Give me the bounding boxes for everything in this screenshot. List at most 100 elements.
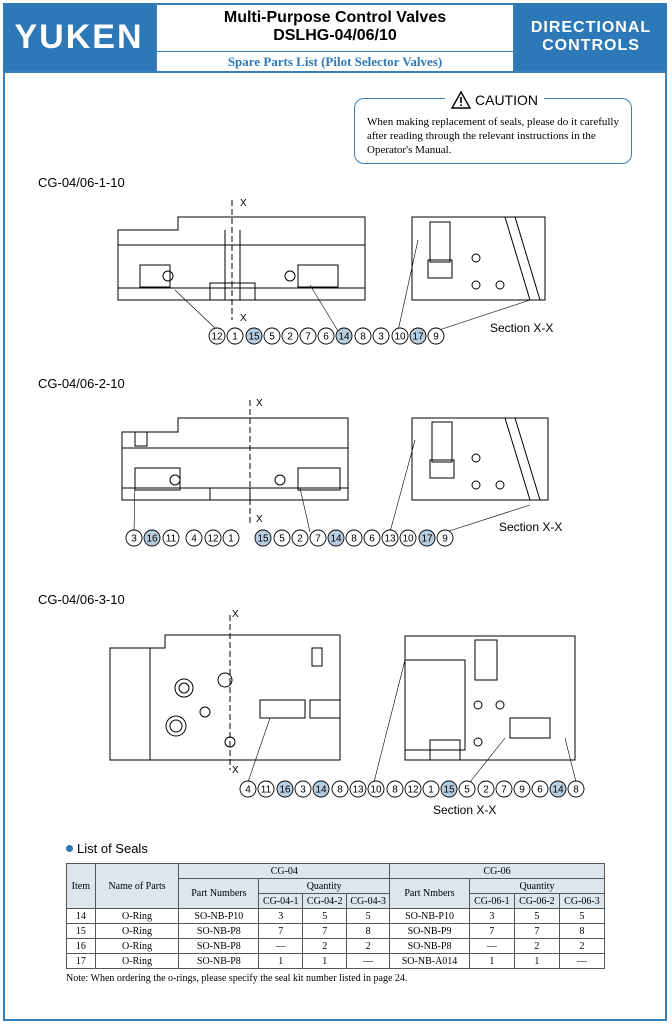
callout-number: 10 (402, 534, 414, 545)
callout-circle (399, 529, 417, 547)
callout-circle (404, 780, 422, 798)
category-line-1: DIRECTIONAL (530, 19, 652, 36)
callout-number: 8 (360, 332, 366, 343)
col-cg06: CG-06 (389, 863, 605, 879)
section-1-label: CG-04/06-1-10 (38, 175, 125, 190)
callout-circle (273, 529, 291, 547)
col-item: Item (66, 863, 96, 909)
col-quantity: Quantity (468, 878, 606, 894)
callout-number: 8 (351, 534, 357, 545)
col-name: Name of Parts (94, 863, 180, 909)
callout-number: 12 (407, 785, 419, 796)
table-cell: 1 (258, 953, 304, 969)
callout-circle (276, 780, 294, 798)
callout-number: 7 (501, 785, 507, 796)
x-marker: X (256, 514, 263, 525)
table-cell: O-Ring (94, 923, 180, 939)
table-cell: 8 (346, 923, 391, 939)
section-3-xx-label: Section X-X (433, 803, 497, 817)
table-cell: O-Ring (94, 953, 180, 969)
seals-heading: List of Seals (66, 841, 148, 856)
callout-number: 1 (232, 332, 238, 343)
leader-lines (133, 239, 577, 783)
table-cell: O-Ring (94, 938, 180, 954)
callout-circle (185, 529, 203, 547)
callout-circle (327, 529, 345, 547)
callout-number: 9 (442, 534, 448, 545)
table-cell: 2 (513, 938, 560, 954)
category-line-2: CONTROLS (542, 37, 640, 54)
callout-circle (495, 780, 513, 798)
callout-number: 5 (279, 534, 285, 545)
table-cell: 2 (302, 938, 348, 954)
callout-circle (567, 780, 585, 798)
col-quantity: Quantity (258, 878, 391, 894)
section-1-xx-label: Section X-X (490, 321, 554, 335)
callout-number: 14 (552, 785, 564, 796)
callout-circle (299, 327, 317, 345)
table-cell: 8 (558, 923, 606, 939)
callout-circle (345, 529, 363, 547)
callout-circle (291, 529, 309, 547)
page-frame (3, 3, 667, 1021)
callout-number: 8 (573, 785, 579, 796)
callout-number: 7 (305, 332, 311, 343)
callout-number: 4 (191, 534, 197, 545)
callout-circle (239, 780, 257, 798)
table-cell: 16 (66, 938, 96, 954)
callout-circle (317, 327, 335, 345)
footnote: Note: When ordering the o-rings, please … (66, 973, 408, 984)
col-q: CG-04-3 (346, 893, 391, 909)
title-line-1: Multi-Purpose Control Valves (223, 9, 447, 26)
callout-number: 2 (483, 785, 489, 796)
callout-number: 15 (257, 534, 269, 545)
table-cell: SO-NB-P10 (389, 908, 470, 924)
caution-text: When making replacement of seals, please… (367, 116, 619, 156)
callout-circle (335, 327, 353, 345)
table-cell: SO-NB-P10 (178, 908, 260, 924)
table-cell: — (468, 938, 515, 954)
callout-number: 1 (428, 785, 434, 796)
x-marker: X (256, 398, 263, 409)
table-cell: 1 (302, 953, 348, 969)
callout-circle (349, 780, 367, 798)
callout-circle (531, 780, 549, 798)
x-marker: X (240, 198, 247, 209)
callout-number: 2 (287, 332, 293, 343)
yuken-logo: YUKEN (3, 3, 155, 71)
callout-circle (354, 327, 372, 345)
drawing-1-body (117, 200, 546, 320)
table-cell: 5 (346, 908, 391, 924)
table-cell: O-Ring (94, 908, 180, 924)
caution-box: CAUTION When making replacement of seals… (354, 91, 632, 164)
callout-circle (409, 327, 427, 345)
callout-number: 11 (166, 534, 177, 545)
col-q: CG-04-2 (302, 893, 348, 909)
callout-number: 5 (464, 785, 470, 796)
callout-number: 9 (519, 785, 525, 796)
section-2-xx-label: Section X-X (499, 520, 563, 534)
callout-number: 3 (300, 785, 306, 796)
col-q: CG-06-1 (468, 893, 515, 909)
col-cg04: CG-04 (178, 863, 391, 879)
x-marker: X (240, 313, 247, 324)
caution-title: CAUTION (475, 92, 538, 108)
callout-number: 4 (245, 785, 251, 796)
table-cell: 3 (468, 908, 515, 924)
callout-number: 15 (248, 332, 260, 343)
callout-circle (294, 780, 312, 798)
table-cell: 2 (558, 938, 606, 954)
callout-number: 2 (297, 534, 303, 545)
col-part-numbers: Part Nmbers (389, 878, 470, 909)
x-marker: X (232, 609, 239, 620)
seals-title: List of Seals (77, 841, 148, 856)
table-cell: 7 (513, 923, 560, 939)
callout-circle (331, 780, 349, 798)
table-cell: SO-NB-P8 (178, 938, 260, 954)
callout-number: 8 (337, 785, 343, 796)
table-cell: 2 (346, 938, 391, 954)
callout-number: 15 (443, 785, 455, 796)
